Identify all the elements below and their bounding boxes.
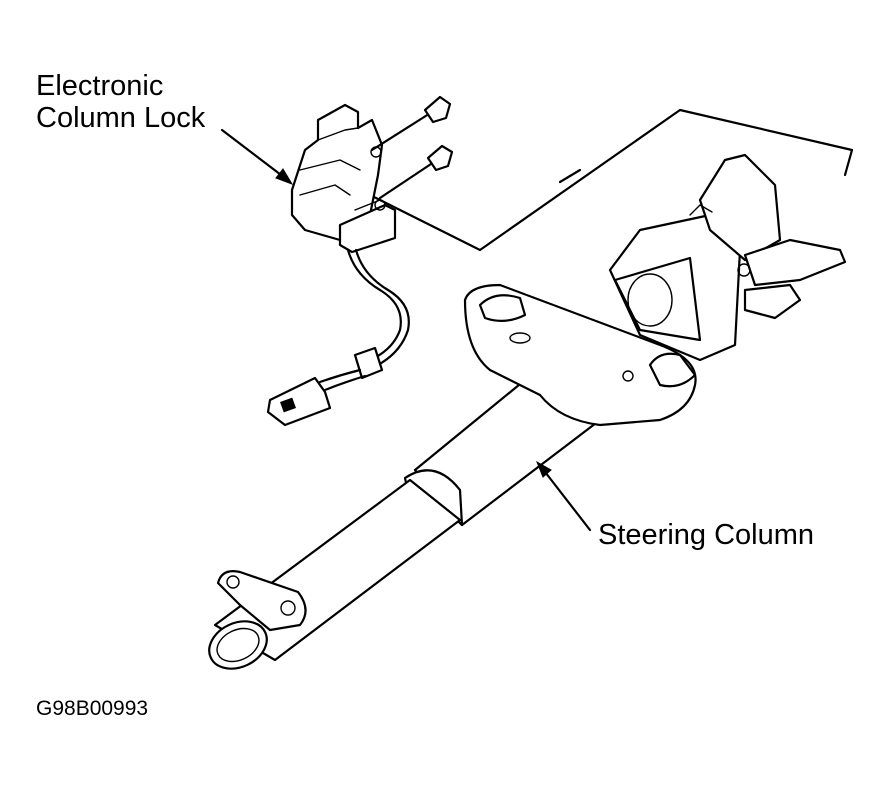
mounting-plate — [463, 283, 697, 427]
leader-lines — [220, 128, 592, 532]
screws — [370, 95, 454, 200]
figure-code: G98B00993 — [36, 697, 149, 720]
wire-harness — [266, 248, 410, 427]
electronic-column-lock-label-line2: Column Lock — [36, 102, 206, 135]
steering-column-tube — [208, 378, 602, 670]
steering-column-label: Steering Column — [598, 519, 814, 551]
detail-outline — [338, 108, 854, 252]
electronic-column-lock-label-line1: Electronic — [36, 70, 164, 102]
column-housing — [608, 153, 847, 362]
electronic-column-lock — [290, 103, 397, 254]
electronic-column-lock-label: Electronic Column Lock — [36, 70, 205, 135]
